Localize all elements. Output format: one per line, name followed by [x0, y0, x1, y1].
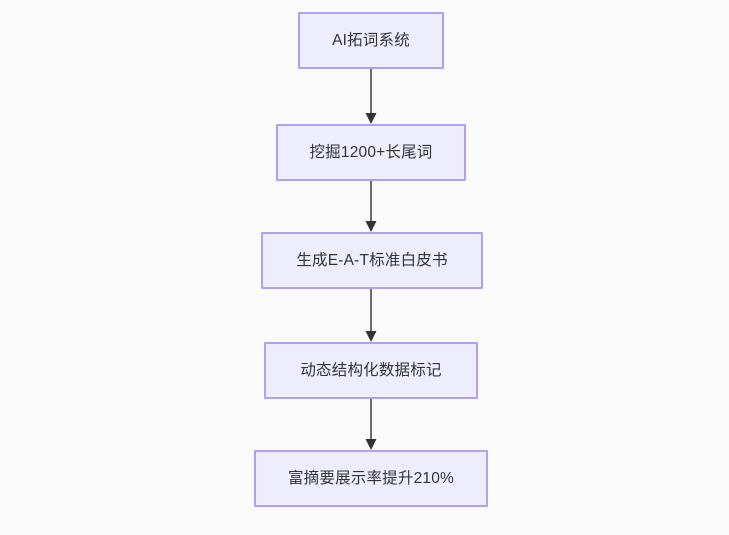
flow-node-generate-eat-whitepaper[interactable]: 生成E-A-T标准白皮书	[261, 232, 483, 289]
connector-node1-node2	[358, 69, 384, 124]
arrow-down-icon	[365, 399, 377, 450]
flow-node-rich-snippet-impression-lift[interactable]: 富摘要展示率提升210%	[254, 450, 488, 507]
connector-node3-node4	[358, 289, 384, 342]
connector-node4-node5	[358, 399, 384, 450]
flow-node-label: 生成E-A-T标准白皮书	[296, 251, 448, 269]
flow-node-dynamic-structured-data-markup[interactable]: 动态结构化数据标记	[264, 342, 478, 399]
flow-node-label: 动态结构化数据标记	[300, 361, 442, 379]
flow-node-label: 富摘要展示率提升210%	[287, 469, 455, 487]
flow-node-label: AI拓词系统	[332, 31, 410, 49]
flow-node-label: 挖掘1200+长尾词	[309, 143, 433, 161]
flow-node-mine-longtail-keywords[interactable]: 挖掘1200+长尾词	[276, 124, 466, 181]
flow-node-ai-keyword-system[interactable]: AI拓词系统	[298, 12, 444, 69]
arrow-down-icon	[365, 69, 377, 124]
arrow-down-icon	[365, 289, 377, 342]
connector-node2-node3	[358, 181, 384, 232]
arrow-down-icon	[365, 181, 377, 232]
